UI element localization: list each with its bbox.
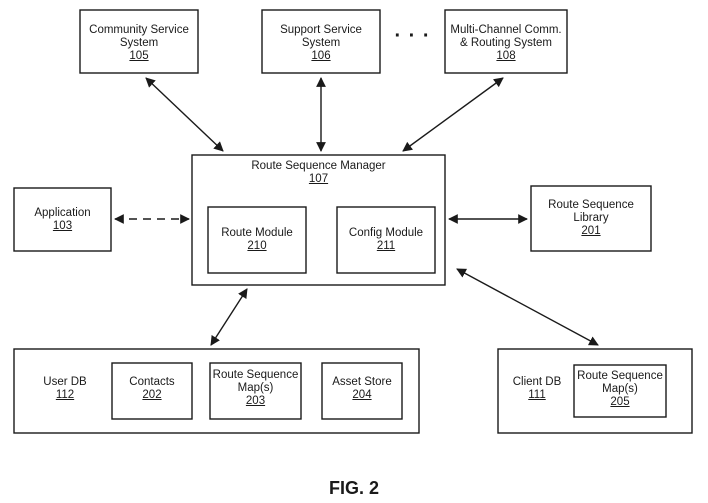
- arrow-community-manager: [145, 77, 224, 152]
- route-module-title: Route Module: [221, 227, 293, 239]
- config-module-box: [336, 206, 436, 274]
- asset-store-ref: 204: [352, 389, 372, 401]
- route-module-label: Route Module 210: [208, 227, 306, 253]
- multichannel-title: Multi-Channel Comm. & Routing System: [450, 24, 562, 49]
- route-sequence-manager-ref: 107: [308, 173, 329, 185]
- contacts-box: [111, 362, 193, 420]
- support-service-label: Support Service System 106: [262, 24, 380, 63]
- route-module-ref: 210: [247, 240, 267, 252]
- community-service-title: Community Service System: [89, 24, 189, 49]
- route-sequence-library-label: Route Sequence Library 201: [531, 199, 651, 238]
- application-title: Application: [34, 207, 91, 219]
- client-db-label: Client DB 111: [502, 376, 572, 402]
- config-module-ref: 211: [376, 240, 396, 252]
- route-sequence-library-ref: 201: [581, 225, 601, 237]
- multichannel-box: [444, 9, 568, 74]
- arrow-manager-clientdb: [456, 268, 599, 346]
- route-sequence-maps-user-title: Route Sequence Map(s): [212, 369, 299, 394]
- route-sequence-maps-user-box: [209, 362, 302, 420]
- route-module-box: [207, 206, 307, 274]
- contacts-title: Contacts: [129, 376, 175, 388]
- arrow-multichannel-manager: [402, 77, 504, 152]
- asset-store-title: Asset Store: [332, 376, 392, 388]
- support-service-title: Support Service System: [280, 24, 362, 49]
- config-module-label: Config Module 211: [337, 227, 435, 253]
- community-service-ref: 105: [129, 50, 149, 62]
- config-module-title: Config Module: [348, 227, 424, 239]
- application-label: Application 103: [14, 207, 111, 233]
- client-db-ref: 111: [528, 389, 546, 401]
- community-service-box: [79, 9, 199, 74]
- route-sequence-maps-client-label: Route Sequence Map(s) 205: [574, 370, 666, 409]
- route-sequence-maps-client-ref: 205: [610, 396, 630, 408]
- multichannel-ref: 108: [496, 50, 516, 62]
- user-db-box: [13, 348, 420, 434]
- community-service-label: Community Service System 105: [80, 24, 198, 63]
- figure-label: FIG. 2: [328, 478, 379, 498]
- support-service-box: [261, 9, 381, 74]
- user-db-title: User DB: [43, 376, 87, 388]
- client-db-box: [497, 348, 693, 434]
- contacts-label: Contacts 202: [112, 376, 192, 402]
- application-box: [13, 187, 112, 252]
- route-sequence-maps-client-title: Route Sequence Map(s): [577, 370, 663, 395]
- asset-store-label: Asset Store 204: [322, 376, 402, 402]
- route-sequence-manager-label: Route Sequence Manager 107: [192, 160, 445, 186]
- route-sequence-manager-title: Route Sequence Manager: [251, 160, 386, 172]
- client-db-title: Client DB: [512, 376, 562, 388]
- route-sequence-manager-box: [191, 154, 446, 286]
- route-sequence-library-box: [530, 185, 652, 252]
- user-db-label: User DB 112: [30, 376, 100, 402]
- user-db-ref: 112: [55, 389, 75, 401]
- contacts-ref: 202: [142, 389, 162, 401]
- application-ref: 103: [52, 220, 73, 232]
- arrow-manager-userdb: [210, 288, 248, 346]
- route-sequence-maps-client-box: [573, 364, 667, 418]
- route-sequence-maps-user-ref: 203: [245, 395, 266, 407]
- ellipsis-label: · · ·: [394, 25, 431, 47]
- route-sequence-library-title: Route Sequence Library: [548, 199, 634, 224]
- asset-store-box: [321, 362, 403, 420]
- multichannel-label: Multi-Channel Comm. & Routing System 108: [445, 24, 567, 63]
- support-service-ref: 106: [311, 50, 331, 62]
- route-sequence-maps-user-label: Route Sequence Map(s) 203: [210, 369, 301, 408]
